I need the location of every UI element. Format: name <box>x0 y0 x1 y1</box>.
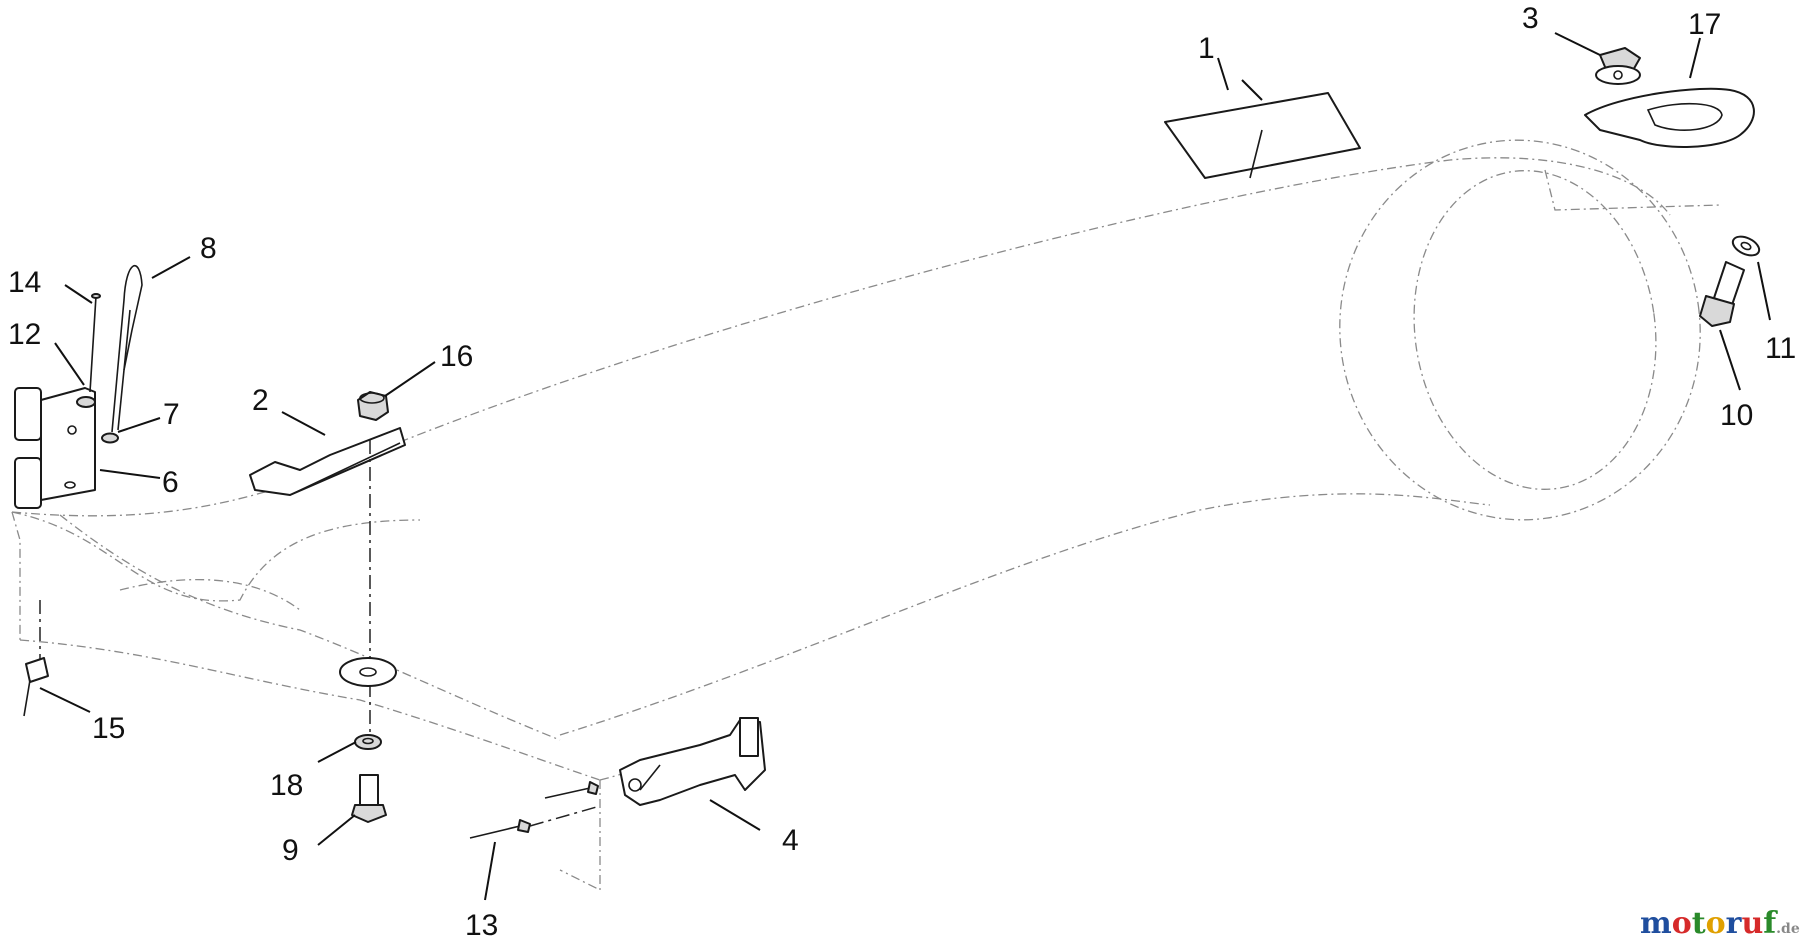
watermark-letter: r <box>1726 906 1743 941</box>
watermark-letter: f <box>1763 906 1778 941</box>
leader-16 <box>384 361 436 397</box>
leader-lines <box>39 32 1771 901</box>
part-washer-7-12 <box>76 396 119 444</box>
callout-4: 4 <box>782 824 799 857</box>
callout-6: 6 <box>162 466 179 499</box>
callout-7: 7 <box>163 398 180 431</box>
callout-1: 1 <box>1198 32 1215 65</box>
callout-14: 14 <box>8 266 41 299</box>
leader-9 <box>317 814 356 846</box>
leader-4 <box>709 799 761 831</box>
part-latch <box>619 717 766 806</box>
callout-18: 18 <box>270 769 303 802</box>
part-decal <box>1164 92 1361 179</box>
callout-17: 17 <box>1688 8 1721 41</box>
watermark-suffix: .de <box>1776 921 1800 937</box>
leader-6 <box>99 469 161 479</box>
leader-18 <box>317 741 357 763</box>
callout-8: 8 <box>200 232 217 265</box>
watermark-letter: t <box>1692 906 1706 941</box>
leader-17 <box>1689 37 1701 79</box>
watermark-letter: u <box>1741 906 1763 941</box>
callout-11: 11 <box>1765 332 1796 365</box>
site-watermark: motoruf.de <box>1640 906 1800 941</box>
watermark-letter: o <box>1672 906 1692 941</box>
body-pivot-washer <box>339 657 397 687</box>
part-rivets <box>469 781 601 839</box>
leader-2 <box>281 411 326 436</box>
part-bracket <box>249 427 406 496</box>
callout-10: 10 <box>1720 399 1753 432</box>
callout-13: 13 <box>465 909 498 942</box>
part-bolt-9 <box>351 774 387 823</box>
leader-1 <box>1217 57 1229 91</box>
leader-10 <box>1719 329 1741 391</box>
callout-3: 3 <box>1522 2 1539 35</box>
callout-9: 9 <box>282 834 299 867</box>
part-washer <box>354 734 382 750</box>
watermark-letter: m <box>1640 906 1672 941</box>
watermark-letter: o <box>1706 906 1726 941</box>
leader-13 <box>484 841 496 901</box>
callout-2: 2 <box>252 384 269 417</box>
leader-15 <box>39 687 91 713</box>
svg-text:motoruf.de: motoruf.de <box>1640 906 1800 941</box>
part-nut <box>357 391 389 421</box>
leader-12 <box>54 342 85 386</box>
leader-3 <box>1554 32 1601 56</box>
leader-8 <box>151 256 191 279</box>
part-hinge <box>14 387 96 509</box>
part-pin-14 <box>89 293 101 393</box>
part-knob <box>1595 47 1641 85</box>
callout-16: 16 <box>440 340 473 373</box>
discharge-chute-outline <box>11 139 1721 892</box>
part-hairpin <box>111 265 143 433</box>
leader-7 <box>117 417 161 433</box>
part-bolt-10 <box>1699 261 1745 327</box>
leader-1b <box>1241 79 1263 101</box>
callout-labels: 1 2 3 4 6 7 8 9 10 11 12 13 14 15 16 17 … <box>8 2 1796 942</box>
part-washer-11 <box>1731 235 1761 257</box>
callout-15: 15 <box>92 712 125 745</box>
part-rivet-15 <box>23 600 49 717</box>
leader-14 <box>64 284 93 304</box>
part-handle <box>1584 87 1755 148</box>
leader-11 <box>1757 261 1771 321</box>
callout-12: 12 <box>8 318 41 351</box>
